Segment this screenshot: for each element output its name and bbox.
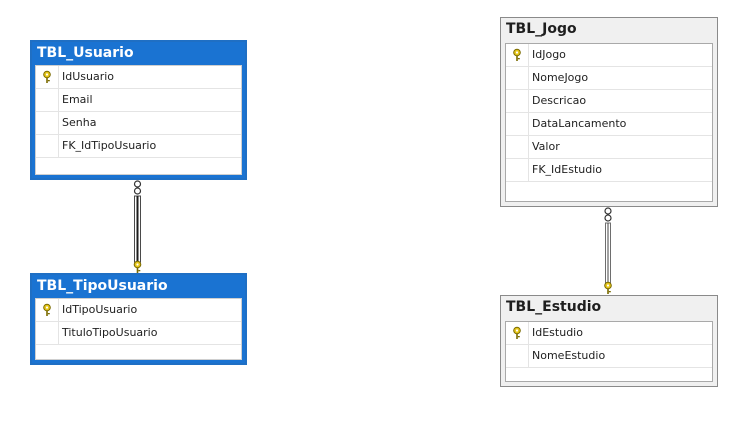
column-name: IdTipoUsuario: [62, 303, 138, 316]
column-list: IdEstudio NomeEstudio: [505, 321, 713, 382]
table-title: TBL_Usuario: [37, 45, 134, 61]
primary-key-icon: [511, 326, 523, 340]
column-list: IdUsuario Email Senha FK_IdTipoUsuario: [35, 65, 242, 175]
many-end-icon: [133, 180, 142, 195]
column-row[interactable]: NomeEstudio: [506, 345, 712, 368]
column-name: IdJogo: [532, 48, 566, 61]
primary-key-icon: [41, 70, 53, 84]
column-name: Valor: [532, 140, 560, 153]
column-row[interactable]: IdUsuario: [36, 66, 241, 89]
column-name: IdEstudio: [532, 326, 583, 339]
column-row[interactable]: IdJogo: [506, 44, 712, 67]
table-title: TBL_TipoUsuario: [37, 278, 168, 294]
relationship-jogo-estudio[interactable]: [598, 205, 618, 297]
column-list: IdJogo NomeJogo Descricao DataLancamento…: [505, 43, 713, 202]
column-name: Descricao: [532, 94, 587, 107]
column-name: FK_IdEstudio: [532, 163, 603, 176]
column-row[interactable]: Valor: [506, 136, 712, 159]
column-row[interactable]: TituloTipoUsuario: [36, 322, 241, 345]
column-row[interactable]: DataLancamento: [506, 113, 712, 136]
column-name: Email: [62, 93, 93, 106]
relationship-usuario-tipousuario[interactable]: [128, 178, 148, 276]
column-row[interactable]: IdEstudio: [506, 322, 712, 345]
column-name: TituloTipoUsuario: [62, 326, 158, 339]
one-end-key-icon: [134, 261, 141, 273]
many-end-icon: [604, 207, 612, 222]
table-tbl-tipousuario[interactable]: TBL_TipoUsuario IdTipoUsuario TituloTipo…: [30, 273, 247, 365]
column-name: DataLancamento: [532, 117, 627, 130]
table-tbl-jogo[interactable]: TBL_Jogo IdJogo NomeJogo Descricao DataL…: [500, 17, 718, 207]
column-name: Senha: [62, 116, 97, 129]
column-row[interactable]: Senha: [36, 112, 241, 135]
column-row[interactable]: Email: [36, 89, 241, 112]
primary-key-icon: [41, 303, 53, 317]
column-name: NomeEstudio: [532, 349, 606, 362]
column-row[interactable]: IdTipoUsuario: [36, 299, 241, 322]
column-name: IdUsuario: [62, 70, 115, 83]
column-name: FK_IdTipoUsuario: [62, 139, 157, 152]
primary-key-icon: [511, 48, 523, 62]
column-name: NomeJogo: [532, 71, 589, 84]
table-tbl-estudio[interactable]: TBL_Estudio IdEstudio NomeEstudio: [500, 295, 718, 387]
column-row[interactable]: FK_IdEstudio: [506, 159, 712, 182]
column-row[interactable]: NomeJogo: [506, 67, 712, 90]
column-row[interactable]: FK_IdTipoUsuario: [36, 135, 241, 158]
table-title: TBL_Jogo: [506, 21, 577, 37]
column-row[interactable]: Descricao: [506, 90, 712, 113]
table-title: TBL_Estudio: [506, 299, 602, 315]
table-tbl-usuario[interactable]: TBL_Usuario IdUsuario Email Senha FK_IdT…: [30, 40, 247, 180]
one-end-key-icon: [605, 282, 612, 294]
column-list: IdTipoUsuario TituloTipoUsuario: [35, 298, 242, 360]
